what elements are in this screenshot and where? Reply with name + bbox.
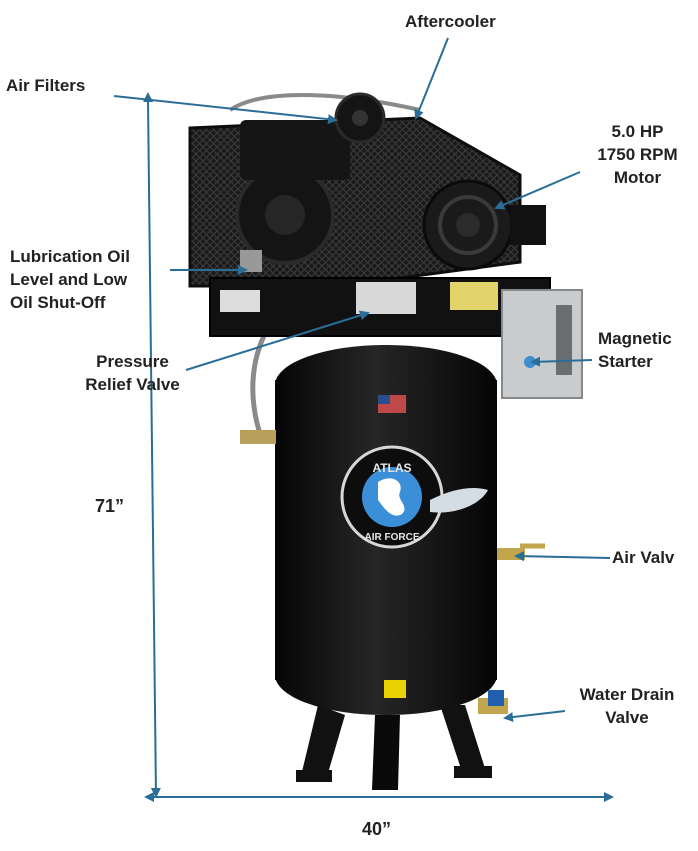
magnetic-starter-box (501, 289, 583, 399)
logo-text-bottom: AIR FORCE (365, 532, 420, 543)
label-magnetic-starter-line-2: Starter (598, 352, 653, 371)
label-air-filters: Air Filters (6, 76, 86, 95)
label-aftercooler: Aftercooler (405, 12, 496, 31)
pump-assembly (188, 92, 551, 337)
left-fitting (240, 430, 276, 444)
magnetic-starter-line (530, 356, 593, 367)
label-water-drain: Water Drain Valve (562, 683, 692, 729)
water-drain-line (503, 710, 566, 723)
logo-text-top: ATLAS (372, 461, 411, 475)
label-lubrication-line-3: Oil Shut-Off (10, 293, 106, 312)
brand-plate (356, 282, 416, 314)
small-label (384, 680, 406, 698)
label-motor: 5.0 HP 1750 RPM Motor (585, 120, 690, 189)
top-hose (228, 93, 421, 112)
pressure-relief-line (185, 310, 370, 371)
label-motor-line-2: 1750 RPM (597, 145, 678, 164)
motor (422, 179, 546, 271)
atlas-logo: ATLAS AIR FORCE (340, 445, 488, 549)
label-pressure-relief: Pressure Relief Valve (75, 350, 190, 396)
air-tank: ATLAS AIR FORCE (240, 345, 545, 715)
cylinder-head (240, 120, 350, 180)
aftercooler-line (414, 37, 449, 120)
air-valve-line (514, 551, 611, 562)
dimension-lines (143, 92, 614, 802)
tank-legs (296, 705, 492, 790)
caution-sticker (450, 282, 498, 310)
height-dimension-line (143, 92, 161, 798)
water-drain-fitting (478, 690, 508, 714)
label-motor-line-3: Motor (613, 168, 662, 187)
label-air-valve: Air Valv (612, 548, 675, 567)
label-water-drain-line-1: Water Drain (579, 685, 675, 704)
label-lubrication-line-1: Lubrication Oil (10, 247, 130, 266)
motor-line (494, 171, 581, 210)
air-valve-fitting (497, 543, 545, 560)
label-height: 71” (95, 496, 125, 516)
label-lubrication-line-2: Level and Low (10, 270, 128, 289)
oil-sight (240, 250, 262, 272)
label-water-drain-line-2: Valve (605, 708, 649, 727)
warning-label (220, 290, 260, 312)
label-lubrication: Lubrication Oil Level and Low Oil Shut-O… (10, 245, 130, 314)
label-magnetic-starter: Magnetic Starter (598, 327, 672, 373)
hose (250, 326, 271, 441)
label-width: 40” (362, 819, 392, 839)
label-magnetic-starter-line-1: Magnetic (598, 329, 672, 348)
label-motor-line-1: 5.0 HP (611, 122, 664, 141)
label-pressure-relief-line-1: Pressure (96, 352, 169, 371)
label-pressure-relief-line-2: Relief Valve (85, 375, 180, 394)
